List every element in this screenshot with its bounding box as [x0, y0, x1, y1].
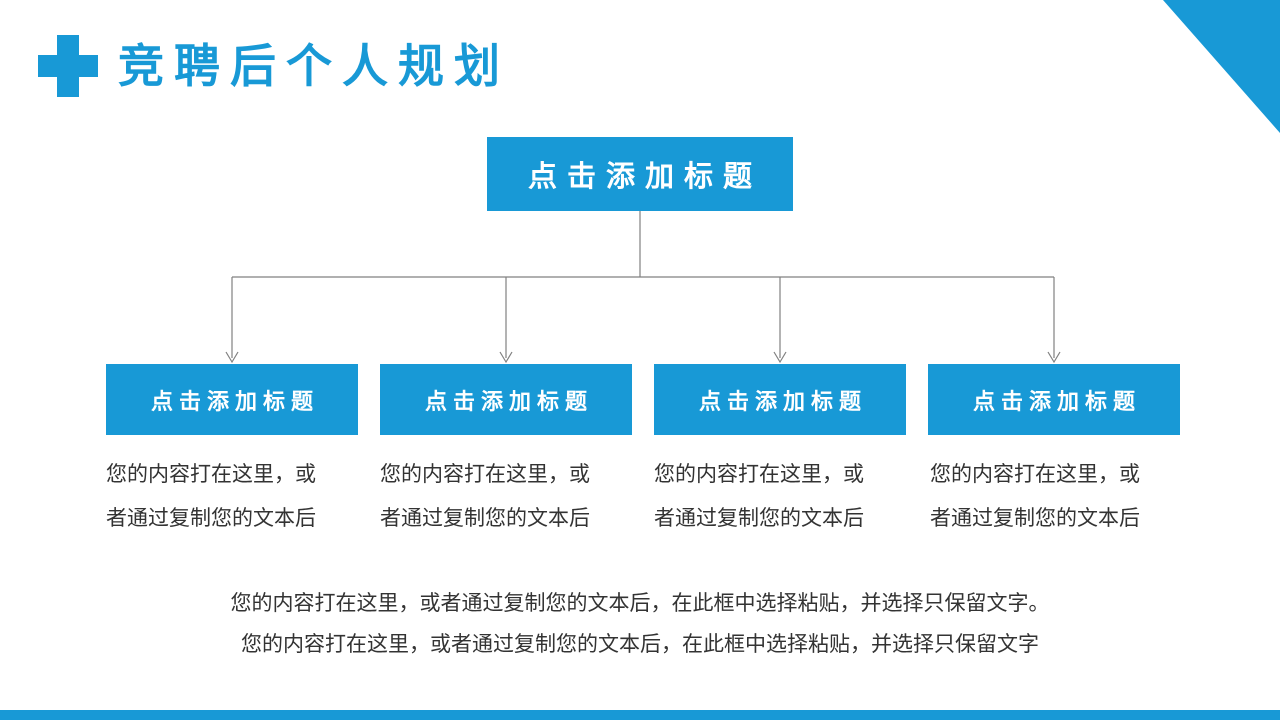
arrowhead-icon [225, 351, 239, 364]
branch-body-text-3[interactable]: 您的内容打在这里，或 者通过复制您的文本后 [654, 453, 914, 541]
branch-title-label: 点击添加标题 [698, 388, 867, 414]
arrowhead-icon [499, 351, 513, 364]
arrowhead-icon [1047, 351, 1061, 364]
footer-line-1: 您的内容打在这里，或者通过复制您的文本后，在此框中选择粘贴，并选择只保留文字。 [230, 592, 1050, 615]
bottom-accent-bar [0, 710, 1280, 720]
corner-triangle-decoration [1163, 0, 1280, 133]
branch-title-box-3[interactable]: 点击添加标题 [654, 364, 906, 435]
branch-title-label: 点击添加标题 [150, 388, 319, 414]
root-title-box[interactable]: 点击添加标题 [487, 137, 793, 211]
branch-body-text-1[interactable]: 您的内容打在这里，或 者通过复制您的文本后 [106, 453, 366, 541]
body-line: 您的内容打在这里，或 [380, 463, 590, 486]
body-line: 您的内容打在这里，或 [930, 463, 1140, 486]
branch-title-label: 点击添加标题 [972, 388, 1141, 414]
branch-body-text-2[interactable]: 您的内容打在这里，或 者通过复制您的文本后 [380, 453, 640, 541]
plus-icon [38, 35, 98, 97]
footer-line-2: 您的内容打在这里，或者通过复制您的文本后，在此框中选择粘贴，并选择只保留文字 [241, 633, 1039, 656]
branch-title-label: 点击添加标题 [424, 388, 593, 414]
body-line: 者通过复制您的文本后 [380, 507, 590, 530]
branch-body-text-4[interactable]: 您的内容打在这里，或 者通过复制您的文本后 [930, 453, 1190, 541]
branch-title-box-1[interactable]: 点击添加标题 [106, 364, 358, 435]
body-line: 者通过复制您的文本后 [930, 507, 1140, 530]
body-line: 您的内容打在这里，或 [654, 463, 864, 486]
footer-paragraph[interactable]: 您的内容打在这里，或者通过复制您的文本后，在此框中选择粘贴，并选择只保留文字。 … [0, 583, 1280, 665]
body-line: 者通过复制您的文本后 [106, 507, 316, 530]
root-title-label: 点击添加标题 [527, 161, 762, 193]
page-title: 竞聘后个人规划 [118, 40, 510, 92]
branch-title-box-4[interactable]: 点击添加标题 [928, 364, 1180, 435]
branch-title-box-2[interactable]: 点击添加标题 [380, 364, 632, 435]
body-line: 者通过复制您的文本后 [654, 507, 864, 530]
arrowhead-icon [773, 351, 787, 364]
body-line: 您的内容打在这里，或 [106, 463, 316, 486]
